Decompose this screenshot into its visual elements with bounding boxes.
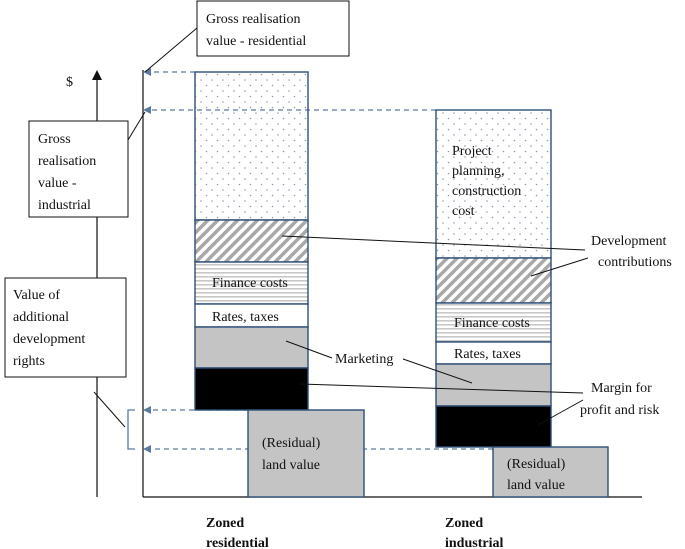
industrial-project-cost-line-3: construction xyxy=(452,184,521,199)
callout-gross-residential-line-2: value - residential xyxy=(206,34,306,49)
callout-marketing-leader-residential xyxy=(285,340,333,359)
callout-gross-industrial-line-1: Gross xyxy=(38,132,71,147)
callout-margin-line-1: Margin for xyxy=(591,381,652,396)
callout-additional-rights-line-4: rights xyxy=(13,354,45,369)
residential-margin-segment xyxy=(194,367,309,411)
callout-margin-leader-residential xyxy=(299,383,584,394)
category-residential-line-1: Zoned xyxy=(206,516,244,531)
industrial-project-cost-line-1: Project xyxy=(452,144,492,159)
category-residential-line-2: residential xyxy=(206,536,269,549)
residential-bar xyxy=(194,71,309,411)
callout-margin-leader-industrial xyxy=(537,399,584,426)
callout-gross-industrial-line-2: realisation xyxy=(38,154,96,169)
callout-additional-rights-box xyxy=(4,277,127,378)
residential-project-cost-segment xyxy=(194,71,309,221)
callout-development-contributions-line-2: contributions xyxy=(598,255,672,270)
callout-additional-rights-line-3: development xyxy=(13,332,85,347)
callout-gross-industrial-line-4: industrial xyxy=(38,198,91,213)
residential-finance-costs-segment xyxy=(194,261,309,305)
callout-additional-rights-leader xyxy=(93,391,126,428)
residential-marketing-segment xyxy=(194,326,309,369)
industrial-project-cost-line-2: planning, xyxy=(452,164,505,179)
residential-land-value-line-1: (Residual) xyxy=(262,436,321,451)
callout-gross-residential-line-1: Gross realisation xyxy=(206,12,300,27)
callout-margin-line-2: profit and risk xyxy=(580,403,659,418)
industrial-project-cost-segment xyxy=(435,109,552,259)
industrial-rates-taxes-label: Rates, taxes xyxy=(454,347,521,362)
industrial-project-cost-line-4: cost xyxy=(452,204,475,219)
y-axis-arrowhead xyxy=(92,70,102,80)
callout-additional-rights-line-1: Value of xyxy=(13,288,60,303)
callout-gross-industrial-box xyxy=(28,120,129,218)
callout-additional-rights-line-2: additional xyxy=(13,310,69,325)
residential-land-value-box xyxy=(247,409,365,498)
callout-gross-residential-leader xyxy=(144,27,198,73)
y-axis-label: $ xyxy=(66,75,73,90)
industrial-bar xyxy=(435,109,552,448)
callout-marketing-label: Marketing xyxy=(335,352,393,367)
industrial-land-value-line-1: (Residual) xyxy=(507,457,566,472)
residential-land-value-line-2: land value xyxy=(262,458,320,473)
industrial-development-contributions-segment xyxy=(435,257,552,304)
callout-gross-industrial-leader xyxy=(127,111,146,141)
industrial-land-value-line-2: land value xyxy=(507,478,565,493)
callout-marketing-leader-industrial xyxy=(402,358,473,384)
category-industrial-line-1: Zoned xyxy=(445,516,483,531)
callout-development-contributions-leader-industrial xyxy=(530,257,589,277)
category-industrial-line-2: industrial xyxy=(445,536,503,549)
dashed-line-arrowheads xyxy=(143,68,151,453)
industrial-margin-segment xyxy=(435,405,552,448)
industrial-marketing-segment xyxy=(435,363,552,407)
callout-gross-industrial-line-3: value - xyxy=(38,176,77,191)
additional-rights-bracket xyxy=(127,409,135,450)
callout-gross-residential-box xyxy=(196,0,350,57)
residential-rates-taxes-label: Rates, taxes xyxy=(212,310,279,325)
residential-finance-costs-label: Finance costs xyxy=(212,276,288,291)
residential-development-contributions-segment xyxy=(194,219,309,263)
callout-development-contributions-line-1: Development xyxy=(591,234,667,249)
industrial-land-value-box xyxy=(492,446,609,498)
industrial-finance-costs-label: Finance costs xyxy=(454,316,530,331)
callout-development-contributions-leader-residential xyxy=(281,235,586,251)
